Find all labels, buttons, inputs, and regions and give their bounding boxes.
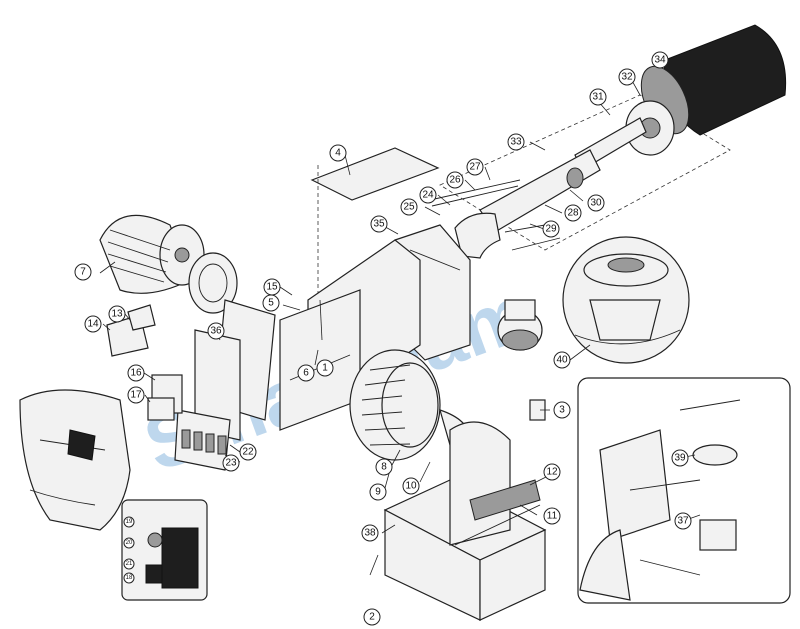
control-panel xyxy=(174,299,276,471)
callout-18: 18 xyxy=(123,572,135,584)
callout-4-label: 4 xyxy=(335,148,341,159)
callout-31: 31 xyxy=(589,88,607,106)
callout-30: 30 xyxy=(587,194,605,212)
callout-3: 3 xyxy=(553,401,571,419)
callout-16: 16 xyxy=(127,364,145,382)
callout-19: 19 xyxy=(123,516,135,528)
callout-16-label: 16 xyxy=(130,368,142,379)
callout-9: 9 xyxy=(369,483,387,501)
callout-29: 29 xyxy=(542,220,560,238)
callout-22: 22 xyxy=(239,443,257,461)
callout-5-label: 5 xyxy=(268,298,274,309)
callout-4: 4 xyxy=(329,144,347,162)
fan-wheel xyxy=(349,349,471,461)
callout-21-label: 21 xyxy=(126,561,133,567)
callout-11-label: 11 xyxy=(547,511,558,522)
callout-38: 38 xyxy=(361,524,379,542)
callout-23-label: 23 xyxy=(225,458,237,469)
callout-15-label: 15 xyxy=(266,282,278,293)
callout-13-label: 13 xyxy=(111,309,123,320)
callout-12-label: 12 xyxy=(546,467,558,478)
control-box-cover xyxy=(19,389,131,531)
callout-32: 32 xyxy=(618,68,636,86)
detail-view-40 xyxy=(562,236,690,364)
callout-10-label: 10 xyxy=(405,481,417,492)
callout-1-label: 1 xyxy=(322,363,328,374)
callout-24-label: 24 xyxy=(422,190,434,201)
callout-22-label: 22 xyxy=(242,447,254,458)
relays xyxy=(106,304,183,421)
callout-26: 26 xyxy=(446,171,464,189)
callout-29-label: 29 xyxy=(545,224,557,235)
callout-20: 20 xyxy=(123,537,135,549)
callout-11: 11 xyxy=(543,507,561,525)
callout-38-label: 38 xyxy=(364,528,376,539)
callout-13: 13 xyxy=(108,305,126,323)
callout-5: 5 xyxy=(262,294,280,312)
callout-36: 36 xyxy=(207,322,225,340)
callout-39: 39 xyxy=(671,449,689,467)
air-intake xyxy=(383,421,547,621)
callout-10: 10 xyxy=(402,477,420,495)
callout-36-label: 36 xyxy=(210,326,222,337)
callout-33-label: 33 xyxy=(510,137,522,148)
callout-30-label: 30 xyxy=(590,198,602,209)
callout-18-label: 18 xyxy=(126,575,133,581)
callout-14: 14 xyxy=(84,315,102,333)
callout-6: 6 xyxy=(297,364,315,382)
callout-8-label: 8 xyxy=(381,462,387,473)
callout-35-label: 35 xyxy=(373,219,385,230)
callout-19-label: 19 xyxy=(126,519,133,525)
callout-2: 2 xyxy=(363,608,381,626)
detail-inset-37-39 xyxy=(577,377,791,604)
callout-40: 40 xyxy=(553,351,571,369)
callout-37: 37 xyxy=(674,512,692,530)
display-inset xyxy=(121,499,208,601)
callout-12: 12 xyxy=(543,463,561,481)
callout-15: 15 xyxy=(263,278,281,296)
callout-26-label: 26 xyxy=(449,175,461,186)
callout-37-label: 37 xyxy=(677,516,689,527)
callout-39-label: 39 xyxy=(674,453,686,464)
callout-20-label: 20 xyxy=(126,540,133,546)
callout-7-label: 7 xyxy=(80,267,86,278)
callout-2-label: 2 xyxy=(369,612,375,623)
callout-25: 25 xyxy=(400,198,418,216)
callout-9-label: 9 xyxy=(375,487,381,498)
callout-21: 21 xyxy=(123,558,135,570)
motor xyxy=(99,214,238,314)
callout-35: 35 xyxy=(370,215,388,233)
diffuser-parts xyxy=(497,299,546,421)
callout-7: 7 xyxy=(74,263,92,281)
callout-28: 28 xyxy=(564,204,582,222)
callout-28-label: 28 xyxy=(567,208,579,219)
callout-25-label: 25 xyxy=(403,202,415,213)
callout-31-label: 31 xyxy=(592,92,604,103)
callout-23: 23 xyxy=(222,454,240,472)
callout-17-label: 17 xyxy=(130,390,142,401)
callout-33: 33 xyxy=(507,133,525,151)
callout-32-label: 32 xyxy=(621,72,633,83)
callout-34: 34 xyxy=(651,51,669,69)
callout-14-label: 14 xyxy=(87,319,99,330)
callout-27-label: 27 xyxy=(469,162,481,173)
callout-27: 27 xyxy=(466,158,484,176)
callout-3-label: 3 xyxy=(559,405,565,416)
callout-17: 17 xyxy=(127,386,145,404)
callout-1: 1 xyxy=(316,359,334,377)
cover-plate xyxy=(310,147,440,310)
callout-34-label: 34 xyxy=(654,55,666,66)
callout-24: 24 xyxy=(419,186,437,204)
callout-8: 8 xyxy=(375,458,393,476)
callout-40-label: 40 xyxy=(556,355,568,366)
burner-tube-assembly xyxy=(429,24,787,263)
callout-6-label: 6 xyxy=(303,368,309,379)
